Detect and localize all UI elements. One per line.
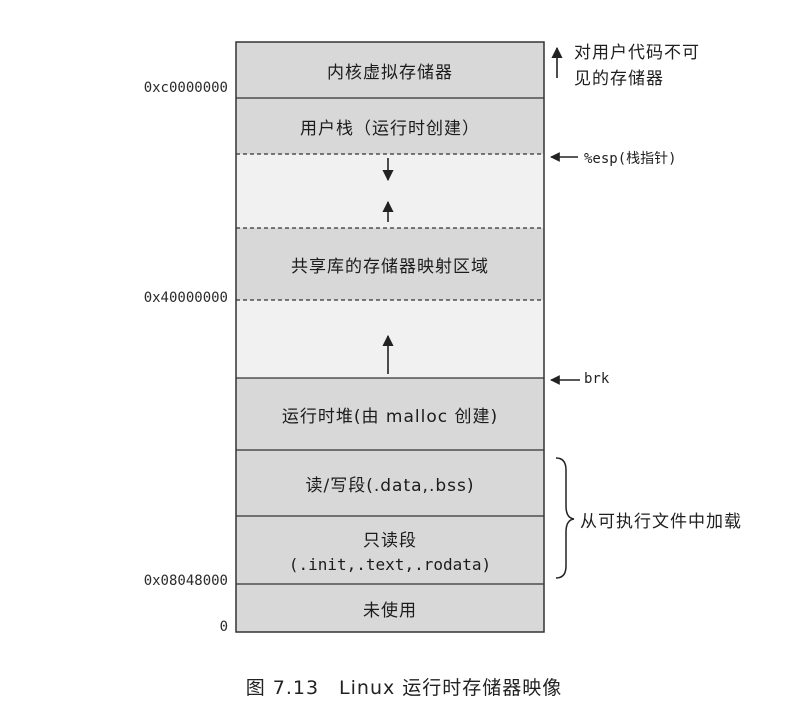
address-zero: 0 xyxy=(219,619,228,635)
figure-caption: 图 7.13 Linux 运行时存储器映像 xyxy=(245,677,563,699)
segment-read-write-label: 读/写段(.data,.bss) xyxy=(305,475,475,496)
kernel-note-line1: 对用户代码不可 xyxy=(574,43,700,63)
segment-shared-libraries: 共享库的存储器映射区域 xyxy=(236,228,544,300)
address-text-start: 0x08048000 xyxy=(143,573,228,589)
memory-map-border xyxy=(235,41,545,633)
kernel-note-line2: 见的存储器 xyxy=(574,69,664,89)
segment-user-stack-label: 用户栈（运行时创建） xyxy=(300,118,480,139)
kernel-note: 对用户代码不可 见的存储器 xyxy=(574,40,700,92)
segment-stack-free-space xyxy=(236,154,544,228)
segment-read-only: 只读段 (.init,.text,.rodata) xyxy=(236,516,544,584)
segment-runtime-heap-label: 运行时堆(由 malloc 创建) xyxy=(281,406,499,427)
segment-read-write: 读/写段(.data,.bss) xyxy=(236,450,544,516)
segment-kernel-virtual-memory: 内核虚拟存储器 xyxy=(236,42,544,98)
segment-unused-label: 未使用 xyxy=(363,600,417,621)
segment-kernel-label: 内核虚拟存储器 xyxy=(327,62,453,83)
address-shared-start: 0x40000000 xyxy=(143,290,228,306)
brk-label: brk xyxy=(584,371,610,387)
segment-read-only-sections: (.init,.text,.rodata) xyxy=(288,555,492,574)
esp-label: %esp(栈指针) xyxy=(584,151,677,167)
loaded-segments-brace xyxy=(555,457,575,579)
segment-shared-libraries-label: 共享库的存储器映射区域 xyxy=(291,256,489,277)
address-kernel-start: 0xc0000000 xyxy=(143,80,228,96)
segment-unused: 未使用 xyxy=(236,584,544,632)
segment-user-stack: 用户栈（运行时创建） xyxy=(236,98,544,154)
loaded-from-executable-label: 从可执行文件中加载 xyxy=(580,512,742,532)
segment-runtime-heap: 运行时堆(由 malloc 创建) xyxy=(236,378,544,450)
segment-read-only-label: 只读段 xyxy=(363,531,417,551)
